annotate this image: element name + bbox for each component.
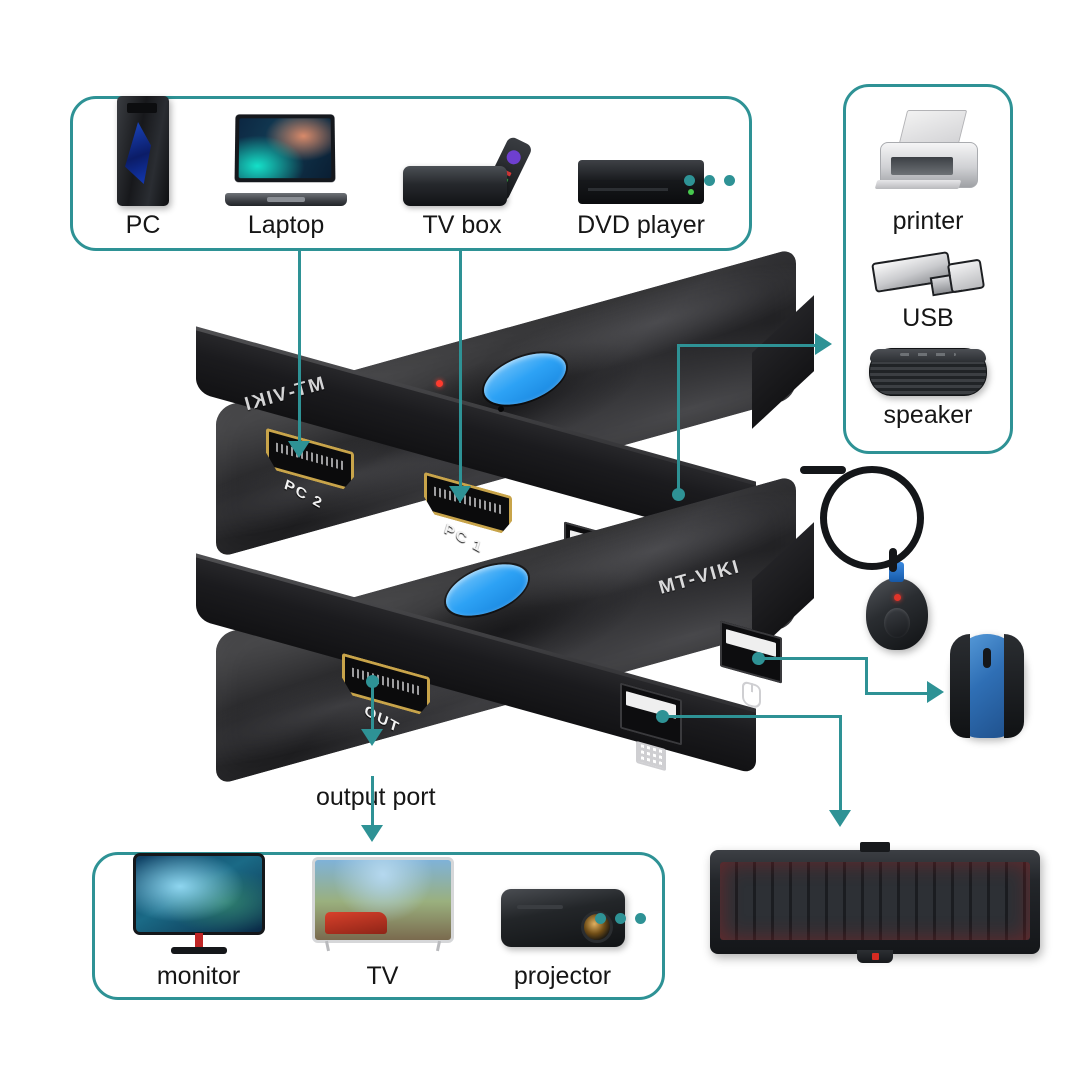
- device-pc: PC: [117, 96, 170, 239]
- connector-out-vertical-1: [371, 681, 374, 733]
- dvd-player-icon: [578, 160, 705, 206]
- tv-box-icon: [403, 135, 534, 206]
- reset-pinhole-top[interactable]: [498, 406, 504, 412]
- connector-tvbox-to-pc1: [459, 251, 462, 491]
- arrow-usb-peripherals: [815, 333, 832, 355]
- connector-out-vertical-2: [371, 776, 374, 838]
- device-label: printer: [892, 207, 964, 235]
- connector-usb-horizontal: [677, 344, 819, 347]
- keyboard-plug: [860, 842, 890, 852]
- device-usb-drive: USB: [871, 251, 986, 332]
- device-label: USB: [902, 304, 954, 332]
- device-printer: printer: [874, 110, 980, 235]
- device-label: projector: [513, 962, 612, 990]
- arrow-pc1: [449, 486, 471, 503]
- device-monitor: monitor: [132, 853, 265, 990]
- device-tv: TV: [311, 857, 454, 990]
- device-dvd-player: DVD player: [577, 160, 705, 238]
- usb-peripherals-group: printer USB speaker: [843, 84, 1013, 454]
- hdmi-switch-bottom: MT-VIKI OUT: [196, 474, 816, 805]
- laptop-icon: [225, 114, 348, 206]
- monitor-icon: [132, 853, 265, 957]
- connector-mouse-h1: [758, 657, 868, 660]
- connector-mouse-h2: [865, 692, 931, 695]
- source-more-dots: [684, 175, 735, 186]
- device-tv-box: TV box: [403, 135, 534, 239]
- input-sources-group: PC Laptop TV box DVD player: [70, 96, 752, 251]
- device-label: Laptop: [247, 211, 325, 239]
- remote-cable: [820, 466, 924, 570]
- arrow-pc2: [288, 441, 310, 458]
- device-label: monitor: [156, 962, 241, 990]
- wireless-mouse[interactable]: [950, 634, 1024, 738]
- device-label: DVD player: [577, 211, 705, 239]
- hdmi-switch-top: MT-VIKI PC 2 PC 1 USB CONTROL: [196, 247, 816, 610]
- display-more-dots: [595, 913, 646, 924]
- device-projector: projector: [500, 889, 625, 990]
- power-led-top: [436, 380, 443, 387]
- printer-icon: [874, 110, 980, 202]
- speaker-icon: [869, 348, 987, 396]
- connector-keyboard-h: [662, 715, 842, 718]
- device-label: TV: [366, 962, 399, 990]
- device-speaker: speaker: [869, 348, 987, 428]
- connector-usb-vertical: [677, 344, 680, 494]
- connector-laptop-to-pc2: [298, 251, 301, 446]
- remote-cable-drop: [889, 548, 897, 572]
- arrow-output-2: [361, 825, 383, 842]
- mechanical-keyboard[interactable]: [710, 842, 1040, 963]
- arrow-output-1: [361, 729, 383, 746]
- device-label: speaker: [883, 401, 973, 429]
- connector-mouse-v: [865, 657, 868, 695]
- arrow-mouse: [927, 681, 944, 703]
- device-label: PC: [125, 211, 161, 239]
- connector-node-usb: [672, 488, 685, 501]
- pc-tower-icon: [117, 96, 170, 206]
- device-label: TV box: [422, 211, 502, 239]
- keyboard-badge: [857, 950, 893, 963]
- wired-remote-control[interactable]: [866, 578, 928, 650]
- usb-flash-drive-icon: [871, 251, 986, 299]
- keyboard-keys: [720, 862, 1030, 940]
- device-laptop: Laptop: [225, 114, 348, 239]
- output-port-label: output port: [311, 783, 441, 812]
- tv-icon: [311, 857, 454, 957]
- arrow-keyboard: [829, 810, 851, 827]
- connector-keyboard-v: [839, 715, 842, 813]
- output-displays-group: monitor TV projector: [92, 852, 665, 1000]
- remote-cable-segment: [800, 466, 846, 474]
